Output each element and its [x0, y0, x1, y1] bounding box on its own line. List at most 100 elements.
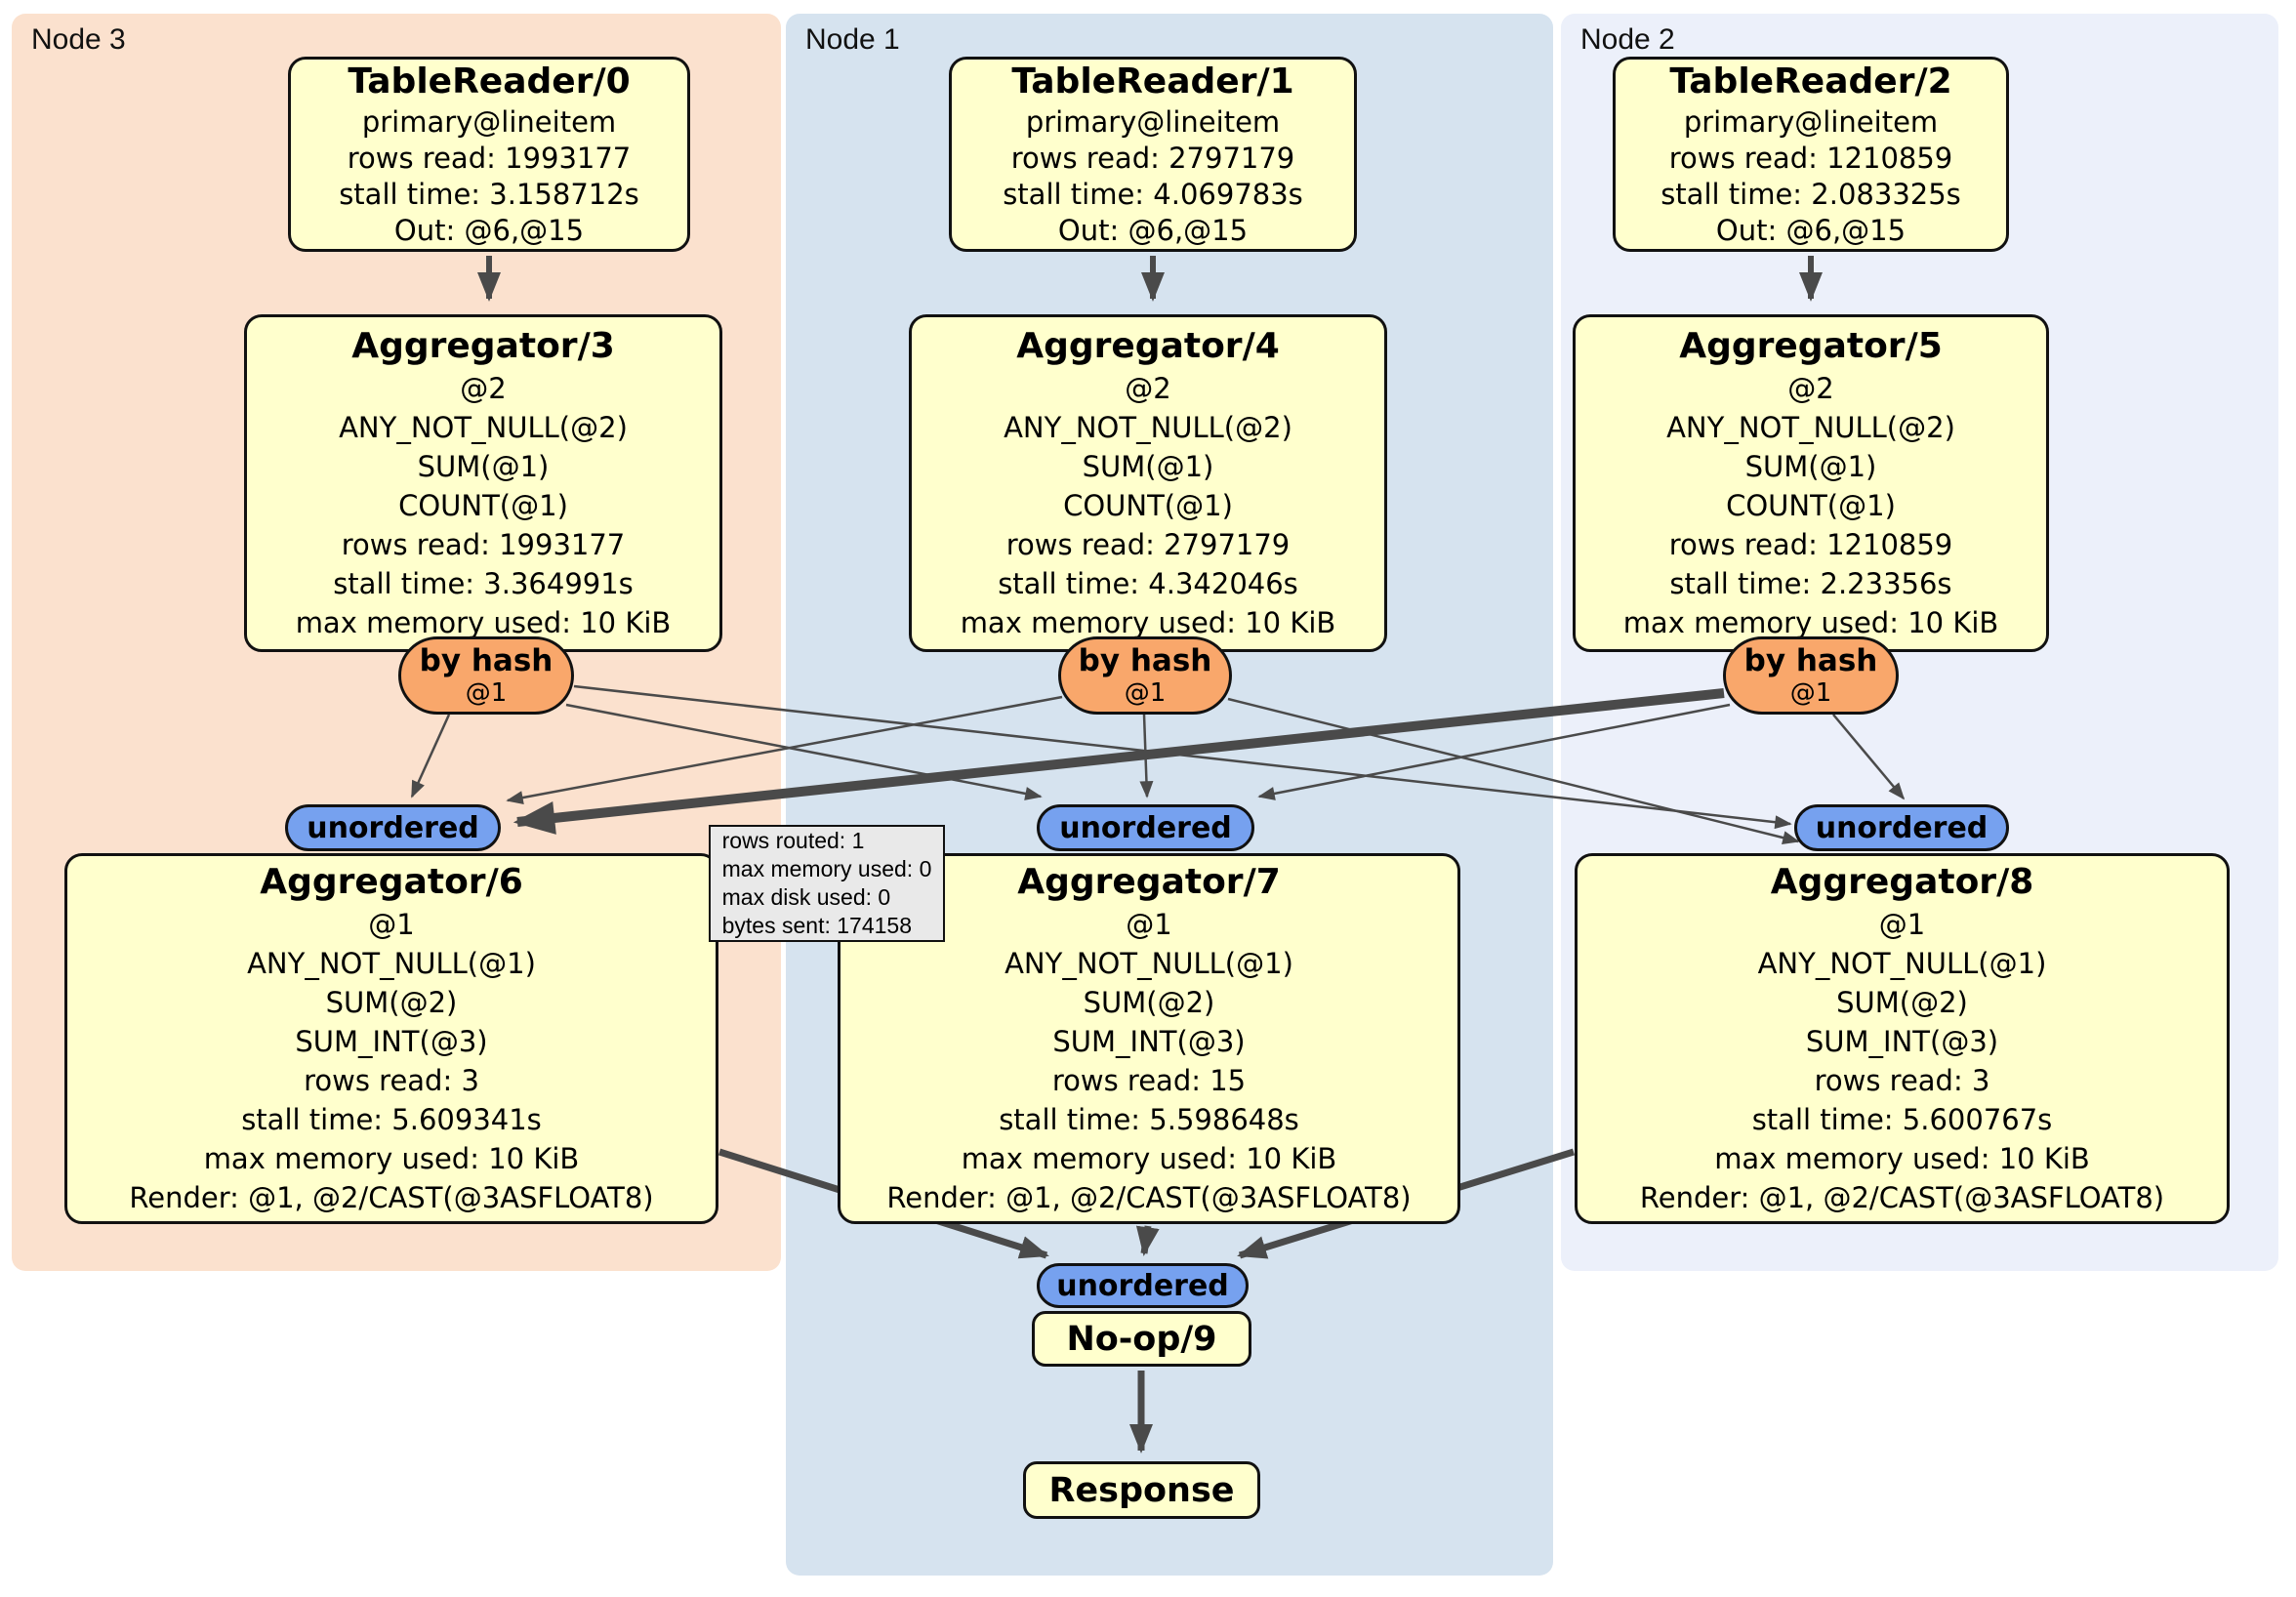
processor-title: Aggregator/3: [351, 326, 615, 366]
detail-line: rows read: 15: [1051, 1064, 1247, 1097]
detail-line: stall time: 2.083325s: [1660, 178, 1961, 211]
detail-line: rows read: 1210859: [1668, 142, 1953, 175]
edge-agg7-unordered-final[interactable]: [1135, 1225, 1160, 1256]
edge-byhash1-unordered2[interactable]: [1227, 697, 1800, 844]
detail-line: rows routed: 1: [721, 828, 865, 853]
sync-label: unordered: [307, 810, 479, 845]
detail-line: rows read: 2797179: [1005, 528, 1291, 561]
router-label: by hash: [1743, 643, 1878, 678]
sync-unordered-node3[interactable]: unordered: [285, 804, 501, 851]
detail-line: @1: [1126, 908, 1172, 941]
detail-line: SUM(@2): [1083, 986, 1215, 1019]
detail-line: Out: @6,@15: [1057, 214, 1249, 247]
edge-byhash2-unordered2[interactable]: [1832, 714, 1906, 800]
detail-line: rows read: 3: [304, 1064, 479, 1097]
panel-node1-label: Node 1: [805, 23, 900, 56]
processor-title: No-op/9: [1066, 1319, 1217, 1359]
detail-line: rows read: 3: [1814, 1064, 1990, 1097]
edge-byhash2-unordered1[interactable]: [1257, 703, 1731, 800]
processor-title: TableReader/0: [348, 61, 631, 102]
detail-line: stall time: 3.364991s: [333, 567, 634, 600]
detail-line: max memory used: 10 KiB: [203, 1142, 580, 1175]
detail-line: rows read: 1993177: [347, 142, 632, 175]
router-hash-column: @1: [1789, 678, 1832, 708]
detail-line: stall time: 5.600767s: [1751, 1103, 2053, 1136]
detail-line: SUM_INT(@3): [1805, 1025, 1999, 1058]
detail-line: max memory used: 10 KiB: [1622, 606, 1999, 639]
panel-node3-label: Node 3: [31, 23, 126, 56]
router-by-hash-node2[interactable]: by hash @1: [1723, 636, 1899, 715]
detail-line: stall time: 4.069783s: [1003, 178, 1303, 211]
panel-node2-label: Node 2: [1580, 23, 1675, 56]
processor-title: Aggregator/8: [1770, 862, 2034, 902]
detail-line: max memory used: 0: [721, 856, 932, 881]
detail-line: stall time: 2.23356s: [1669, 567, 1952, 600]
router-by-hash-node3[interactable]: by hash @1: [398, 636, 574, 715]
detail-line: max memory used: 10 KiB: [1714, 1142, 2090, 1175]
processor-title: Aggregator/6: [260, 862, 523, 902]
edge-byhash1-unordered3[interactable]: [506, 695, 1063, 804]
sync-unordered-node2[interactable]: unordered: [1794, 804, 2009, 851]
processor-title: Aggregator/7: [1017, 862, 1281, 902]
processor-title: Response: [1048, 1470, 1235, 1510]
detail-line: ANY_NOT_NULL(@2): [1004, 411, 1292, 444]
detail-line: SUM_INT(@3): [1052, 1025, 1246, 1058]
sync-label: unordered: [1056, 1268, 1229, 1303]
detail-line: primary@lineitem: [361, 105, 617, 139]
detail-line: SUM_INT(@3): [295, 1025, 488, 1058]
processor-response[interactable]: Response: [1023, 1461, 1260, 1519]
router-by-hash-node1[interactable]: by hash @1: [1058, 636, 1232, 715]
detail-line: ANY_NOT_NULL(@2): [339, 411, 628, 444]
router-label: by hash: [419, 643, 554, 678]
detail-line: Out: @6,@15: [1715, 214, 1906, 247]
sync-label: unordered: [1815, 810, 1988, 845]
detail-line: max memory used: 10 KiB: [295, 606, 672, 639]
edge-byhash3-unordered3[interactable]: [410, 714, 451, 798]
detail-line: Out: @6,@15: [393, 214, 585, 247]
router-label: by hash: [1078, 643, 1212, 678]
detail-line: max memory used: 10 KiB: [961, 1142, 1337, 1175]
detail-line: rows read: 1210859: [1668, 528, 1953, 561]
detail-line: ANY_NOT_NULL(@1): [247, 947, 536, 980]
detail-line: @1: [368, 908, 415, 941]
detail-line: @2: [460, 372, 507, 405]
router-hash-column: @1: [465, 678, 508, 708]
detail-line: primary@lineitem: [1025, 105, 1281, 139]
sync-unordered-final[interactable]: unordered: [1037, 1263, 1249, 1308]
detail-line: primary@lineitem: [1683, 105, 1939, 139]
router-hash-column: @1: [1124, 678, 1167, 708]
detail-line: max memory used: 10 KiB: [960, 606, 1336, 639]
sync-unordered-node1[interactable]: unordered: [1037, 804, 1254, 851]
detail-line: SUM(@2): [1836, 986, 1968, 1019]
detail-line: SUM(@1): [1082, 450, 1214, 483]
detail-line: SUM(@1): [417, 450, 550, 483]
detail-line: stall time: 3.158712s: [339, 178, 639, 211]
detail-line: ANY_NOT_NULL(@1): [1004, 947, 1293, 980]
detail-line: bytes sent: 174158: [721, 913, 912, 938]
edge-byhash2-unordered3-highlighted[interactable]: [512, 688, 1725, 835]
detail-line: COUNT(@1): [398, 489, 568, 522]
detail-line: stall time: 4.342046s: [998, 567, 1298, 600]
processor-noop-9[interactable]: No-op/9: [1032, 1311, 1251, 1367]
detail-line: stall time: 5.609341s: [241, 1103, 542, 1136]
detail-line: @1: [1878, 908, 1926, 941]
edge-byhash3-unordered1[interactable]: [565, 703, 1043, 800]
processor-title: TableReader/2: [1669, 61, 1952, 102]
